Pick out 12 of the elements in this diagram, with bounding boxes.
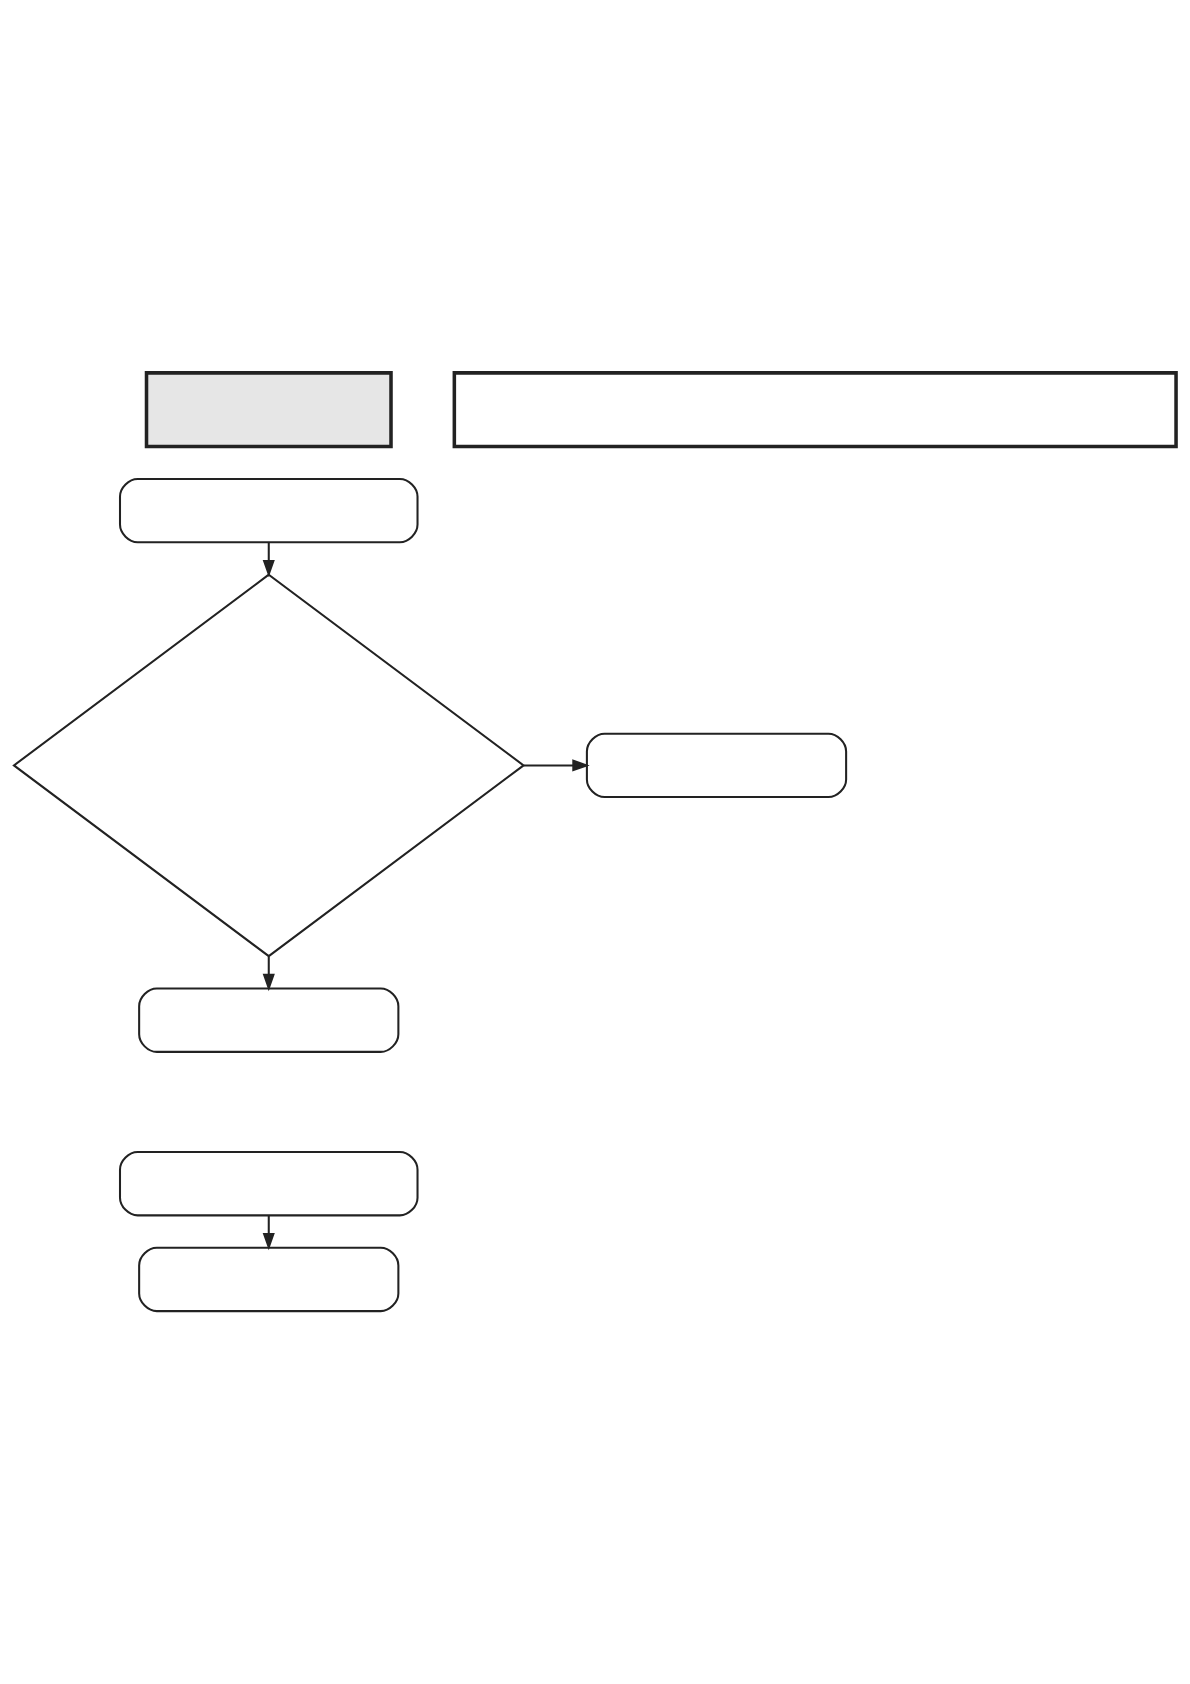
node-box [138,1246,400,1313]
arrow [262,1215,275,1251]
arrow [262,956,275,992]
node-diamond [12,573,526,958]
arrow [262,542,275,578]
node-box [452,371,1178,449]
node-box [585,732,848,799]
arrow [523,759,590,772]
node-box [138,987,400,1053]
node-box [118,477,419,544]
node-box [144,371,393,449]
node-box [118,1151,419,1217]
